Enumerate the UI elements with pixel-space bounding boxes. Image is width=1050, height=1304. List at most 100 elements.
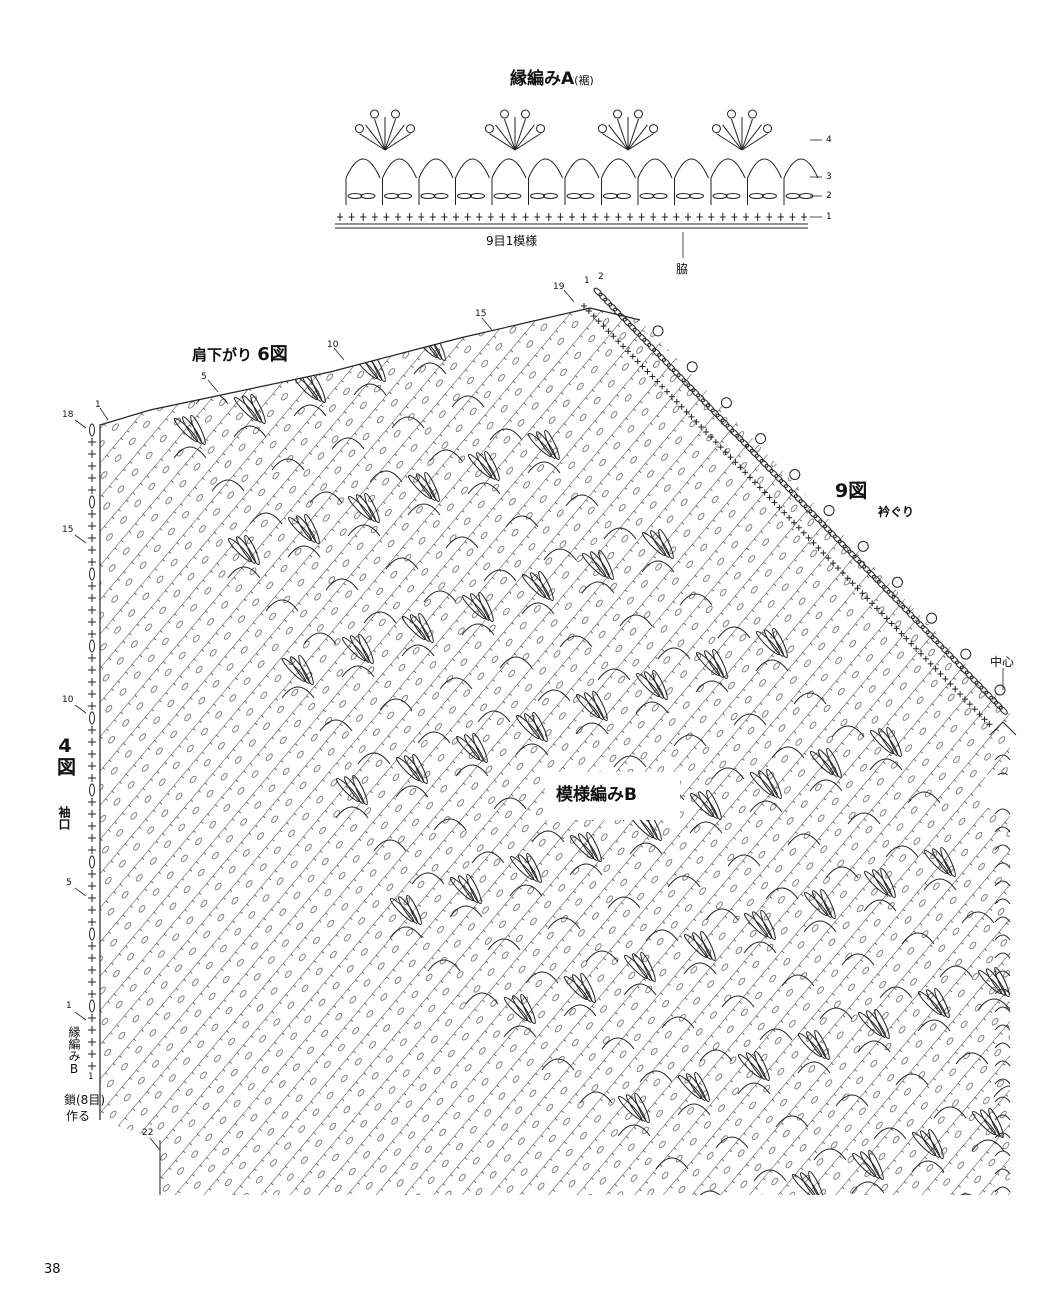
scallop-arch [819, 1007, 853, 1020]
scallop-arch [579, 1091, 613, 1104]
scallop-arch [623, 983, 657, 996]
neck-chain [676, 373, 686, 383]
cluster-petal [820, 888, 836, 920]
row3-arch [674, 158, 709, 179]
neck-picot [686, 361, 698, 373]
scallop-arch [369, 470, 403, 483]
neck-chain [862, 564, 872, 574]
scallop-arch [293, 404, 327, 417]
cluster-petal [538, 570, 554, 602]
edge-chain [89, 927, 95, 941]
main-chart [100, 308, 1010, 1195]
edging-a-row-2: 2 [826, 191, 832, 201]
row2-chain [566, 193, 582, 199]
neck-picot [823, 504, 835, 516]
neck-chain [710, 408, 720, 418]
fan-stitch [504, 118, 516, 151]
scallop-arch [797, 1061, 831, 1074]
scallop-arch [765, 887, 799, 900]
neck-chain [788, 489, 798, 498]
neckline-figure: 9図 [835, 480, 868, 502]
neck-chain [969, 675, 979, 685]
scallop-arch [753, 1169, 787, 1182]
center-arch [994, 988, 1011, 995]
scallop-arch [395, 785, 429, 798]
row2-chain [543, 193, 558, 199]
scallop-arch [471, 851, 505, 864]
neck-chain [994, 700, 1003, 710]
scallop-arch [465, 992, 499, 1005]
neck-chain [925, 630, 935, 640]
neck-chain [998, 705, 1008, 715]
cluster-petal [424, 471, 440, 503]
neck-chain [618, 312, 627, 322]
cluster-petal [934, 987, 950, 1019]
scallop-arch [531, 830, 565, 843]
row2-chain [749, 193, 764, 199]
neck-chain [622, 317, 632, 327]
row2-chain [347, 193, 363, 199]
scallop-arch [309, 491, 343, 504]
picot [597, 124, 607, 134]
neck-chain [886, 590, 896, 599]
cluster-petal [791, 1173, 817, 1195]
cluster-petal [766, 768, 782, 800]
cluster-petal [886, 726, 902, 758]
scallop-arch [565, 494, 599, 507]
neck-chain [769, 469, 779, 478]
neck-chain [984, 690, 994, 700]
center-arch [994, 916, 1011, 923]
fan-stitch [514, 118, 526, 151]
scallop-arch [679, 593, 713, 606]
picot [711, 124, 721, 134]
scallop-arch [541, 1058, 575, 1071]
neck-chain [876, 579, 886, 589]
scallop-arch [477, 710, 511, 723]
neck-chain [950, 655, 959, 665]
neck-picot [789, 469, 801, 481]
cluster-petal [652, 669, 668, 701]
scallop-arch [483, 569, 517, 582]
scallop-arch [955, 1052, 989, 1065]
scallop-arch [277, 317, 311, 330]
scallop-arch [835, 1094, 869, 1107]
row2-chain [785, 193, 801, 199]
scallop-arch [869, 758, 903, 771]
picot [390, 109, 400, 119]
scallop-arch [847, 812, 881, 825]
neck-chain [657, 353, 666, 362]
row2-chain [397, 193, 412, 199]
neck-chain [867, 569, 876, 579]
neck-chain [823, 524, 832, 534]
fan-stitch [602, 133, 629, 151]
cluster-petal [706, 789, 722, 821]
scallop-arch [677, 1103, 711, 1116]
scallop-arch [727, 854, 761, 867]
scallop-arch [325, 578, 359, 591]
center-arch [994, 970, 1011, 977]
scallop-arch [607, 896, 641, 909]
picot [763, 124, 773, 134]
scallop-arch [641, 560, 675, 573]
center-label: 中心 [990, 655, 1015, 669]
neck-chain [725, 423, 735, 433]
scallop-arch [287, 545, 321, 558]
scallop-arch [423, 590, 457, 603]
scallop-arch [613, 755, 647, 768]
scallop-arch [233, 425, 267, 438]
scallop-arch [385, 557, 419, 570]
fan-stitch [627, 124, 648, 151]
scallop-arch [993, 1085, 1010, 1098]
scallop-arch [863, 899, 897, 912]
fan-stitch [384, 133, 411, 151]
row3-arch [455, 158, 490, 179]
scallop-arch [851, 1181, 885, 1194]
top-row-15: 15 [475, 309, 487, 319]
fan-stitch [495, 124, 516, 151]
row-arrows [74, 139, 1004, 1151]
left-edging-b [88, 423, 96, 1070]
cluster-petal [352, 774, 368, 806]
center-arch [994, 1042, 1011, 1049]
fan-stitch [627, 133, 654, 151]
cluster-petal [580, 972, 596, 1004]
